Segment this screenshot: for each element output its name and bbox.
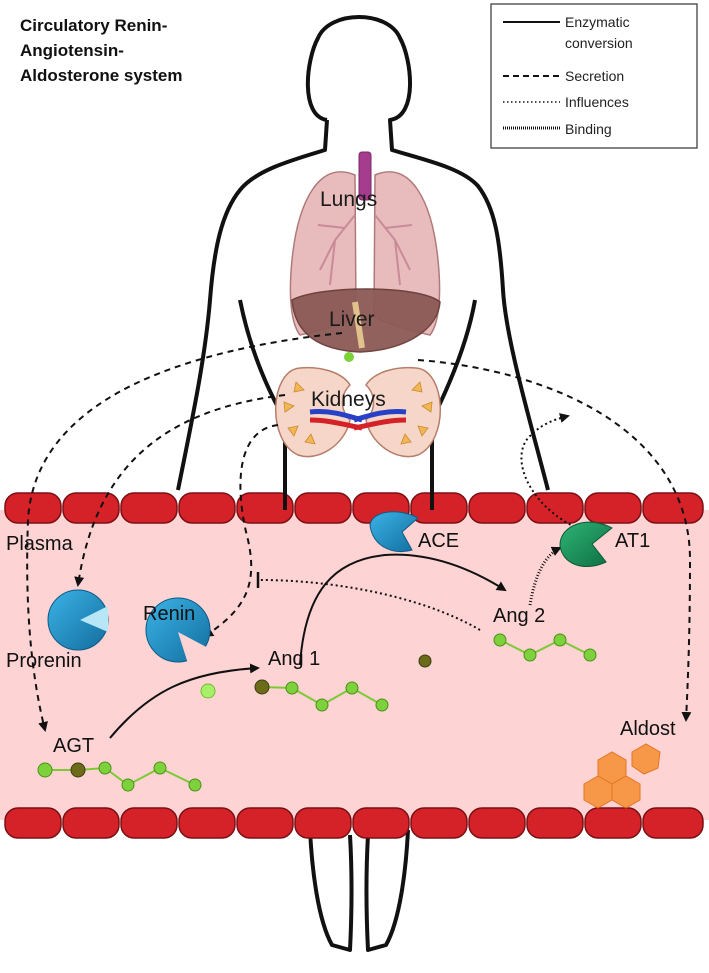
plasma-label: Plasma <box>6 533 74 555</box>
body-through-vessel <box>283 490 434 510</box>
vessel-wall-bottom <box>4 807 704 839</box>
ang2-peptide-chain <box>493 633 597 662</box>
kidney-to-renin-secretion <box>203 424 279 638</box>
aldost-label: Aldost <box>620 718 676 740</box>
arrows <box>26 332 692 739</box>
legend-conversion-label: conversion <box>565 35 633 51</box>
kidneys-label: Kidneys <box>311 388 386 411</box>
ang1-label: Ang 1 <box>268 648 320 670</box>
adrenal-to-aldost-secretion <box>417 359 692 722</box>
agt-to-ang1-conversion <box>109 663 260 739</box>
at1-influences-adrenal <box>520 413 576 528</box>
ang1-to-ang2-conversion <box>299 553 507 666</box>
liver-label: Liver <box>329 308 375 331</box>
ace-cleaved-peptide <box>418 654 432 668</box>
renin-cleaved-peptide <box>200 683 216 699</box>
kidneys <box>275 366 441 458</box>
at1-receptor-icon <box>559 521 613 567</box>
renin-enzyme-icon <box>145 597 212 670</box>
agt-peptide-chain <box>37 761 202 792</box>
ang2-label: Ang 2 <box>493 605 545 627</box>
diagram-title: Circulatory Renin- Angiotensin- Aldoster… <box>20 16 183 85</box>
ang1-peptide-chain <box>254 679 389 712</box>
agt-label: AGT <box>53 735 94 757</box>
prorenin-label: Prorenin <box>6 650 82 672</box>
ace-enzyme-icon <box>369 511 419 552</box>
liver-to-agt-secretion <box>26 332 343 732</box>
legend-binding-label: Binding <box>565 121 612 137</box>
ace-label: ACE <box>418 530 459 552</box>
legend: Enzymatic conversion Secretion Influence… <box>490 3 698 149</box>
legend-influences-label: Influences <box>565 94 629 110</box>
title-line-3: Aldosterone system <box>20 66 183 85</box>
title-line-2: Angiotensin- <box>20 41 124 60</box>
legend-secretion-label: Secretion <box>565 68 624 84</box>
liver <box>291 288 441 362</box>
prorenin-enzyme-icon <box>47 589 109 651</box>
lungs-label: Lungs <box>320 188 377 211</box>
renin-label: Renin <box>143 603 195 625</box>
kidney-to-prorenin-secretion <box>74 394 286 587</box>
aldosterone-molecule-icon <box>583 743 661 809</box>
body-silhouette <box>176 15 550 952</box>
ang2-inhibits-renin <box>259 579 481 631</box>
at1-label: AT1 <box>615 530 650 552</box>
title-line-1: Circulatory Renin- <box>20 16 167 35</box>
vessel-wall-top <box>4 492 704 524</box>
legend-enzymatic-label: Enzymatic <box>565 14 630 30</box>
